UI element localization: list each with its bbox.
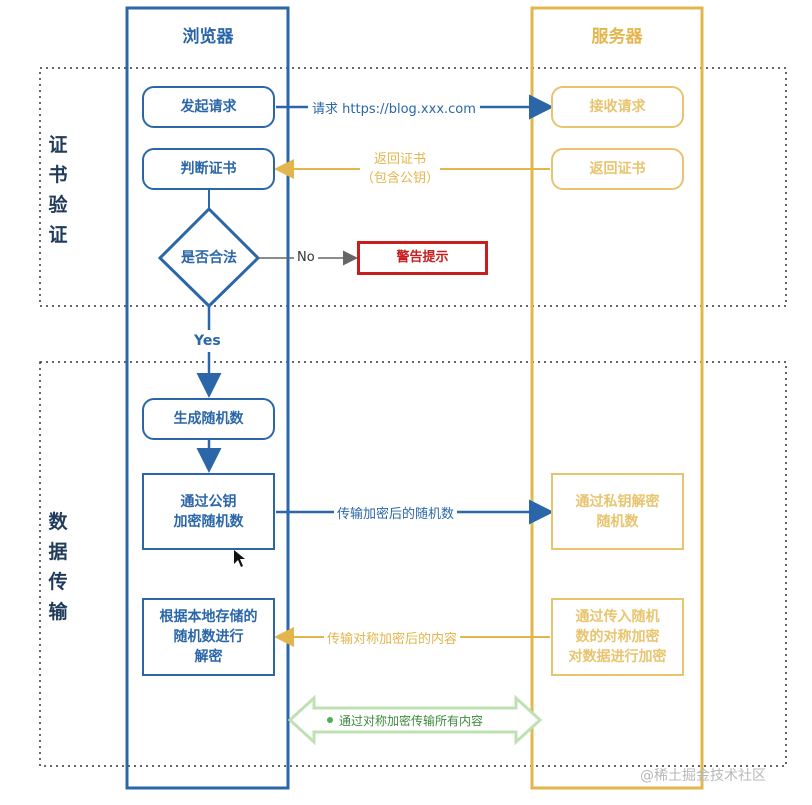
return-cert-arrow-label: 返回证书 （包含公钥） bbox=[360, 150, 440, 188]
section-label-char: 证 bbox=[48, 134, 68, 156]
cert-section-frame bbox=[39, 67, 787, 307]
no-label: No bbox=[294, 250, 318, 265]
sym-encrypt-label: 通过传入随机 数的对称加密 对数据进行加密 bbox=[568, 609, 667, 665]
server-lane bbox=[530, 6, 704, 790]
all-content-label: 通过对称加密传输所有内容 bbox=[339, 714, 484, 728]
double-arrow-dot bbox=[327, 717, 333, 723]
private-decrypt-label: 通过私钥解密 随机数 bbox=[575, 493, 660, 530]
generate-random-label: 生成随机数 bbox=[173, 411, 244, 427]
section-label-char: 证 bbox=[48, 224, 68, 246]
send-request-label: 发起请求 bbox=[180, 99, 237, 115]
section-label-char: 输 bbox=[48, 601, 68, 623]
receive-request-box: 接收请求 bbox=[551, 86, 684, 128]
generate-random-box: 生成随机数 bbox=[142, 398, 275, 440]
section-label-char: 据 bbox=[48, 541, 68, 563]
watermark: @稀土掘金技术社区 bbox=[640, 768, 766, 784]
browser-lane-title: 浏览器 bbox=[182, 27, 234, 47]
warning-box: 警告提示 bbox=[357, 241, 488, 275]
section-label-char: 书 bbox=[48, 164, 68, 186]
send-content-label: 传输对称加密后的内容 bbox=[324, 628, 461, 647]
judge-cert-label: 判断证书 bbox=[180, 161, 237, 177]
return-cert-label: 返回证书 bbox=[589, 161, 646, 177]
decrypt-label: 根据本地存储的 随机数进行 解密 bbox=[159, 609, 258, 665]
private-decrypt-box: 通过私钥解密 随机数 bbox=[551, 473, 684, 550]
section-label-char: 验 bbox=[48, 194, 68, 216]
data-section-frame bbox=[39, 361, 787, 767]
section-label-char: 数 bbox=[48, 511, 68, 533]
encrypt-random-box: 通过公钥 加密随机数 bbox=[142, 473, 275, 550]
receive-request-label: 接收请求 bbox=[589, 99, 646, 115]
sym-encrypt-box: 通过传入随机 数的对称加密 对数据进行加密 bbox=[551, 598, 684, 676]
judge-cert-box: 判断证书 bbox=[142, 148, 275, 190]
double-arrow-shape bbox=[287, 694, 543, 746]
request-arrow-label: 请求 https://blog.xxx.com bbox=[308, 98, 480, 117]
section-label-char: 传 bbox=[48, 571, 68, 593]
encrypt-random-label: 通过公钥 加密随机数 bbox=[173, 493, 244, 530]
yes-label: Yes bbox=[194, 333, 221, 349]
send-request-box: 发起请求 bbox=[142, 86, 275, 128]
warning-label: 警告提示 bbox=[396, 250, 449, 265]
browser-lane bbox=[125, 6, 290, 790]
return-cert-box: 返回证书 bbox=[551, 148, 684, 190]
send-random-label: 传输加密后的随机数 bbox=[334, 503, 458, 522]
cert-section-label: 证书验证 bbox=[44, 130, 72, 250]
data-section-label: 数据传输 bbox=[44, 507, 72, 627]
decrypt-box: 根据本地存储的 随机数进行 解密 bbox=[142, 598, 275, 676]
mouse-cursor-icon bbox=[234, 550, 245, 567]
legal-check-label: 是否合法 bbox=[181, 250, 237, 266]
server-lane-title: 服务器 bbox=[591, 27, 643, 47]
